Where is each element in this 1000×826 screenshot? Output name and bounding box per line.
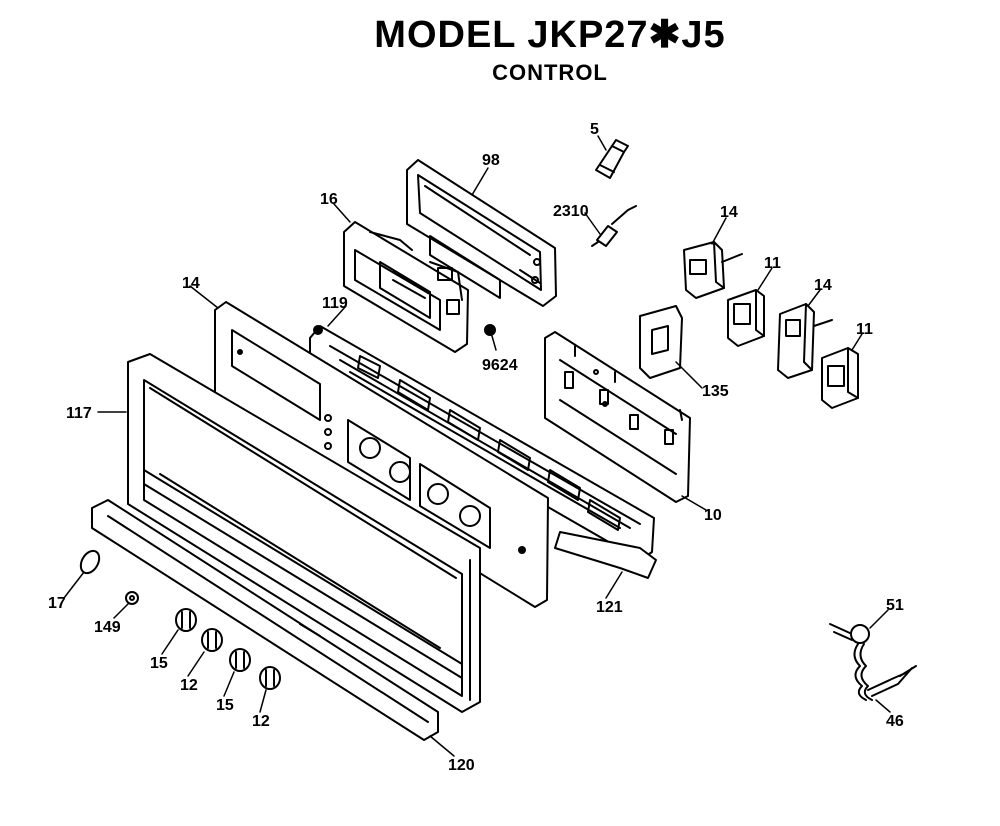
callout-121: 121 — [596, 599, 623, 616]
part-12-knob-left — [201, 628, 223, 652]
callout-15-knob-right: 15 — [216, 697, 234, 714]
callout-17: 17 — [48, 595, 66, 612]
part-119-control-board — [309, 325, 655, 561]
part-120-trim-strip — [91, 499, 439, 741]
part-121-rear-trim — [554, 531, 657, 579]
callout-15-knob-left: 15 — [150, 655, 168, 672]
callout-117: 117 — [66, 405, 92, 422]
callout-5: 5 — [590, 121, 599, 138]
page-title: MODEL JKP27✱J5 — [374, 14, 726, 56]
part-135-bracket — [639, 305, 683, 379]
part-14-relay-lower — [777, 303, 833, 379]
part-15-knob-left — [175, 608, 197, 632]
callout-2310: 2310 — [553, 203, 589, 220]
callout-46: 46 — [886, 713, 904, 730]
part-9624-screw — [484, 324, 496, 336]
part-16-display-board — [343, 221, 469, 353]
callout-14-relay-lower: 14 — [814, 277, 832, 294]
part-117-front-frame — [127, 353, 481, 713]
part-98-bracket-frame — [406, 159, 557, 307]
part-11-relay-upper — [727, 289, 765, 347]
leader-lines — [63, 135, 891, 757]
part-12-knob-right — [259, 666, 281, 690]
callout-9624: 9624 — [482, 357, 518, 374]
part-5-lamp-holder — [595, 139, 629, 179]
part-2310-sensor — [591, 205, 637, 247]
callout-16: 16 — [320, 191, 338, 208]
part-10-relay-board — [544, 331, 691, 503]
callout-12-knob-right: 12 — [252, 713, 270, 730]
callout-149: 149 — [94, 619, 121, 636]
part-14-relay-upper — [683, 241, 743, 299]
part-11-relay-lower — [821, 347, 859, 409]
callout-12-knob-left: 12 — [180, 677, 198, 694]
callout-51: 51 — [886, 597, 904, 614]
page-subtitle: CONTROL — [492, 60, 608, 85]
callout-11-relay-upper: 11 — [764, 255, 781, 272]
callout-14-overlay-panel: 14 — [182, 275, 200, 292]
callout-119: 119 — [322, 295, 348, 312]
callout-98: 98 — [482, 152, 500, 169]
callout-120: 120 — [448, 757, 475, 774]
part-15-knob-right — [229, 648, 251, 672]
part-14-overlay-panel — [214, 301, 549, 608]
callout-135: 135 — [702, 383, 729, 400]
callout-14-relay-upper: 14 — [720, 204, 738, 221]
callout-11-relay-lower: 11 — [856, 321, 873, 338]
callout-10: 10 — [704, 507, 722, 524]
part-51-46-wire-harness — [829, 623, 917, 701]
part-149-grommet — [125, 591, 139, 605]
part-17-lamp — [79, 549, 101, 575]
